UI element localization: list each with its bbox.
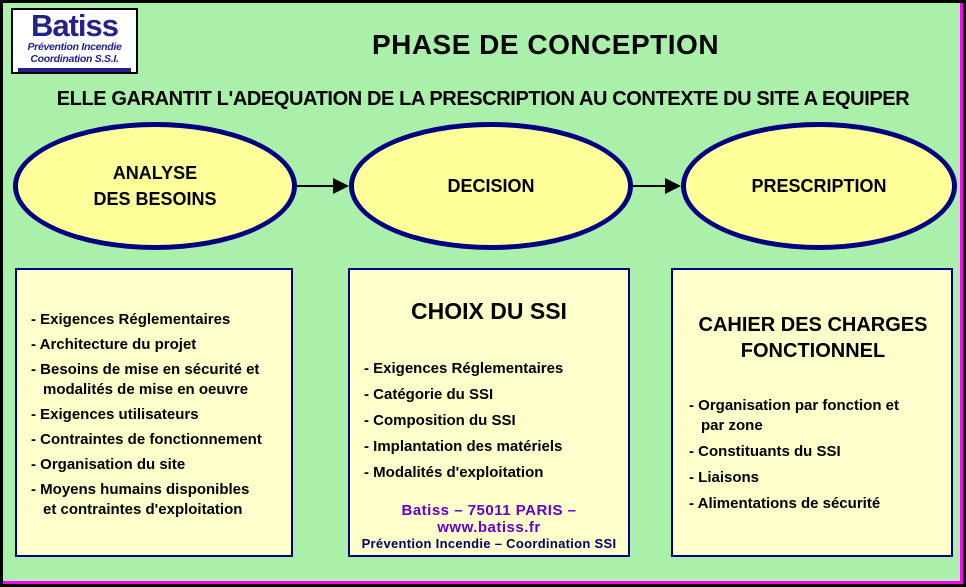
box-cahier-des-charges: CAHIER DES CHARGES FONCTIONNEL - Organis…	[671, 268, 953, 557]
cahier-item-list: - Organisation par fonction et par zone …	[689, 396, 945, 514]
arrowhead-icon	[333, 178, 349, 194]
box-title-choix-du-ssi: CHOIX DU SSI	[411, 298, 567, 324]
arrowhead-icon	[665, 178, 681, 194]
besoins-item-list: - Exigences Réglementaires - Architectur…	[31, 310, 285, 519]
list-item: - Exigences Réglementaires	[31, 311, 231, 328]
step-label: DECISION	[447, 175, 535, 196]
list-item: - Organisation par fonction et par zone	[689, 397, 900, 434]
list-item: - Exigences Réglementaires	[364, 360, 564, 377]
logo-subtitle-line1: Prévention Incendie	[27, 41, 122, 53]
box-choix-du-ssi: CHOIX DU SSI - Exigences Réglementaires …	[348, 268, 630, 557]
step-ellipse-prescription: PRESCRIPTION	[681, 122, 957, 250]
step-ellipse-analyse-des-besoins: ANALYSE DES BESOINS	[13, 122, 297, 250]
logo-brand-name: Batiss	[30, 8, 119, 43]
list-item: - Architecture du projet	[31, 335, 197, 353]
step-ellipse-decision: DECISION	[349, 122, 633, 250]
list-item: - Exigences utilisateurs	[31, 405, 199, 423]
step-label: ANALYSE DES BESOINS	[93, 162, 217, 209]
list-item: - Catégorie du SSI	[364, 385, 494, 403]
choix-item-list: - Exigences Réglementaires - Catégorie d…	[364, 359, 622, 483]
step-label: PRESCRIPTION	[751, 175, 887, 196]
batiss-logo: Batiss Prévention Incendie Coordination …	[11, 8, 138, 74]
arrow-analyse-to-decision	[295, 185, 335, 187]
list-item: - Modalités d'exploitation	[364, 463, 544, 481]
box-analyse-des-besoins: - Exigences Réglementaires - Architectur…	[15, 268, 293, 557]
list-item: - Liaisons	[689, 468, 760, 486]
box-title-cahier-des-charges: CAHIER DES CHARGES FONCTIONNEL	[698, 314, 928, 362]
list-item: - Organisation du site	[31, 455, 186, 473]
page-title: PHASE DE CONCEPTION	[371, 29, 720, 60]
list-item: - Composition du SSI	[364, 411, 516, 429]
logo-underline-bar	[18, 67, 131, 72]
batiss-footer: Batiss – 75011 PARIS – www.batiss.fr Pré…	[350, 502, 628, 551]
page-subtitle: ELLE GARANTIT L'ADEQUATION DE LA PRESCRI…	[56, 88, 910, 110]
logo-subtitle-line2: Coordination S.S.I.	[30, 53, 119, 66]
list-item: - Moyens humains disponibles et contrain…	[31, 480, 250, 518]
footer-address-website: Batiss – 75011 PARIS – www.batiss.fr	[401, 502, 577, 536]
list-item: - Contraintes de fonctionnement	[31, 430, 262, 448]
list-item: - Alimentations de sécurité	[689, 494, 881, 512]
list-item: - Implantation des matériels	[364, 437, 563, 455]
footer-activity-line: Prévention Incendie – Coordination SSI	[361, 536, 617, 551]
arrow-decision-to-prescription	[631, 185, 667, 187]
list-item: - Constituants du SSI	[689, 442, 841, 460]
list-item: - Besoins de mise en sécurité et modalit…	[31, 360, 260, 398]
